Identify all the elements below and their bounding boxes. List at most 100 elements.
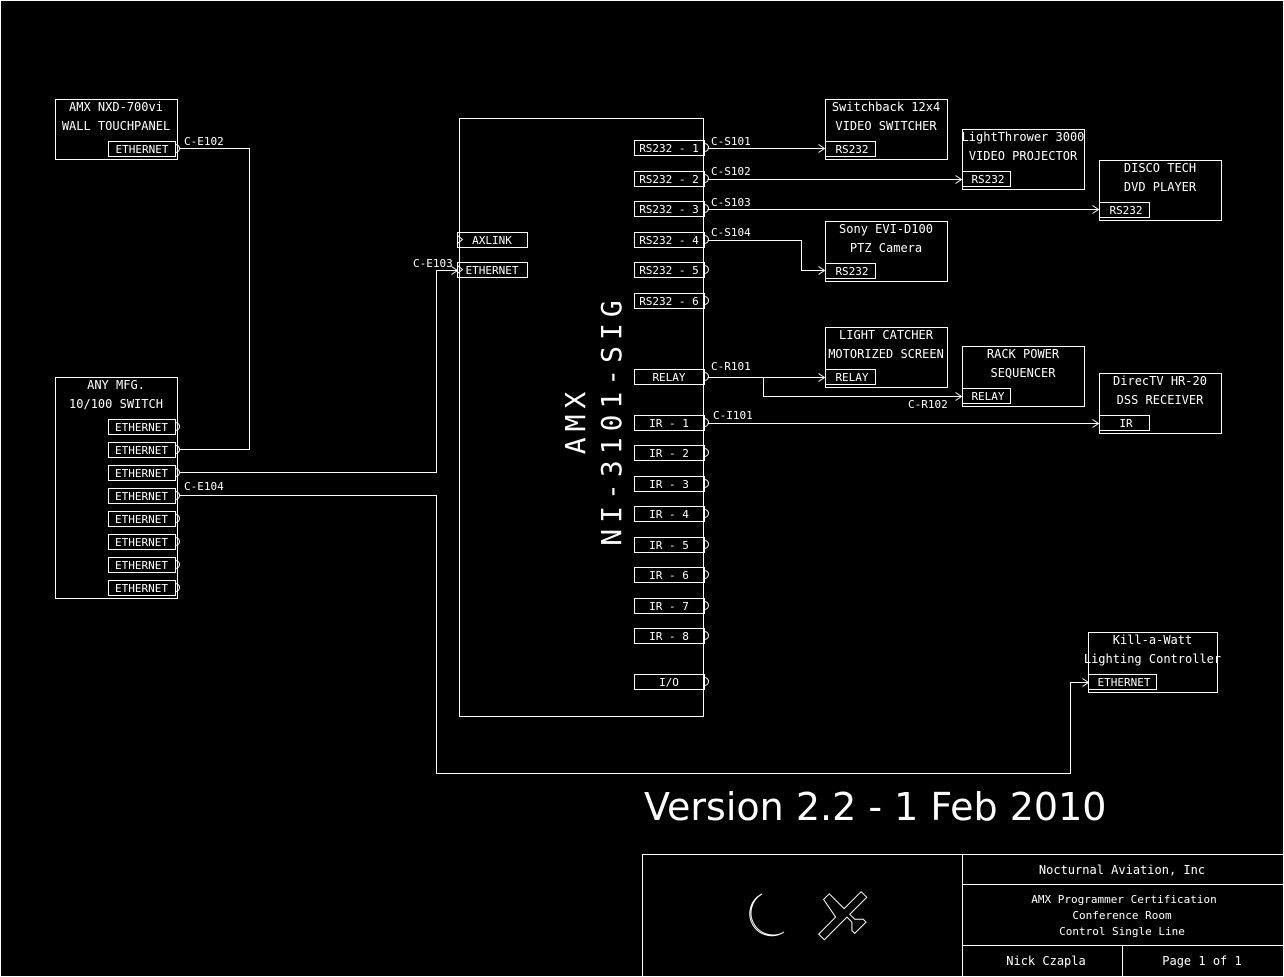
controller-port-rs232-2: RS232 - 2 bbox=[634, 171, 709, 187]
camera-type: PTZ Camera bbox=[850, 241, 922, 255]
controller-port-i-o: I/O bbox=[634, 674, 709, 690]
screen-port-label: RELAY bbox=[835, 371, 868, 384]
controller-port-rs232-2-label: RS232 - 2 bbox=[639, 173, 699, 186]
network-switch-device: ANY MFG. 10/100 SWITCH ETHERNET ETHERNET E… bbox=[55, 377, 180, 599]
cable-e103-line bbox=[179, 270, 458, 473]
controller-port-i-o-label: I/O bbox=[659, 676, 679, 689]
controller-port-relay-label: RELAY bbox=[652, 371, 685, 384]
projector-port-label: RS232 bbox=[971, 173, 1004, 186]
drawing-desc-2: Conference Room bbox=[1072, 909, 1172, 922]
title-block: Nocturnal Aviation, Inc AMX Programmer C… bbox=[642, 854, 1284, 977]
company-name: Nocturnal Aviation, Inc bbox=[1039, 863, 1205, 877]
sequencer-name: RACK POWER bbox=[987, 347, 1060, 361]
controller-port-ethernet: ETHERNET bbox=[457, 262, 528, 278]
camera-port: RS232 bbox=[825, 263, 876, 279]
cable-i101-label: C-I101 bbox=[713, 409, 753, 422]
dss-port-label: IR bbox=[1119, 417, 1133, 430]
dss-port: IR bbox=[1099, 415, 1150, 431]
version-stamp: Version 2.2 - 1 Feb 2010 bbox=[644, 785, 1106, 829]
airplane-logo-icon bbox=[817, 890, 868, 941]
author-name: Nick Czapla bbox=[1006, 954, 1085, 968]
cable-e102-label: C-E102 bbox=[184, 135, 224, 148]
controller-port-ir-7: IR - 7 bbox=[634, 598, 709, 614]
projector-port: RS232 bbox=[962, 171, 1011, 187]
cable-s101-label: C-S101 bbox=[711, 135, 751, 148]
amx-controller: AMX NI-3101-SIG AXLINK ETHERNET RS232 - 1… bbox=[457, 118, 709, 717]
controller-port-ir-1-label: IR - 1 bbox=[649, 417, 689, 430]
controller-port-rs232-5: RS232 - 5 bbox=[634, 262, 709, 278]
controller-port-rs232-4: RS232 - 4 bbox=[634, 232, 709, 248]
sequencer-port: RELAY bbox=[962, 388, 1011, 404]
sequencer-port-label: RELAY bbox=[971, 390, 1004, 403]
controller-port-ir-4-label: IR - 4 bbox=[649, 508, 689, 521]
controller-port-ir-2-label: IR - 2 bbox=[649, 447, 689, 460]
switch-name: ANY MFG. bbox=[87, 378, 145, 392]
switch-ethernet-port-4-label: ETHERNET bbox=[115, 490, 168, 503]
dvd-name: DISCO TECH bbox=[1124, 161, 1196, 175]
cable-s103-label: C-S103 bbox=[711, 196, 751, 209]
controller-port-ir-4: IR - 4 bbox=[634, 506, 709, 522]
controller-port-axlink-label: AXLINK bbox=[472, 234, 512, 247]
controller-port-rs232-4-label: RS232 - 4 bbox=[639, 234, 699, 247]
controller-port-ir-6: IR - 6 bbox=[634, 567, 709, 583]
projector-name: LightThrower 3000 bbox=[962, 130, 1085, 144]
touchpanel-type: WALL TOUCHPANEL bbox=[62, 119, 170, 133]
sequencer-type: SEQUENCER bbox=[990, 366, 1056, 380]
controller-port-rs232-1-label: RS232 - 1 bbox=[639, 142, 699, 155]
dvd-type: DVD PLAYER bbox=[1124, 180, 1197, 194]
switch-ethernet-port-5-label: ETHERNET bbox=[115, 513, 168, 526]
controller-port-rs232-3: RS232 - 3 bbox=[634, 201, 709, 217]
screen-type: MOTORIZED SCREEN bbox=[828, 347, 944, 361]
cable-e104-label: C-E104 bbox=[184, 480, 224, 493]
camera-name: Sony EVI-D100 bbox=[839, 222, 933, 236]
controller-port-ir-3-label: IR - 3 bbox=[649, 478, 689, 491]
switch-ethernet-port-1-label: ETHERNET bbox=[115, 421, 168, 434]
controller-port-ir-8-label: IR - 8 bbox=[649, 630, 689, 643]
sequencer-device: RACK POWER SEQUENCER RELAY bbox=[962, 346, 1085, 407]
touchpanel-device: AMX NXD-700vi WALL TOUCHPANEL ETHERNET bbox=[55, 99, 180, 160]
controller-port-axlink: AXLINK bbox=[457, 232, 528, 248]
controller-port-ir-2: IR - 2 bbox=[634, 445, 709, 461]
switch-ethernet-port-6: ETHERNET bbox=[108, 534, 180, 550]
screen-port: RELAY bbox=[825, 369, 876, 385]
dvd-device: DISCO TECH DVD PLAYER RS232 bbox=[1099, 160, 1222, 221]
switcher-port-label: RS232 bbox=[835, 143, 868, 156]
switch-type: 10/100 SWITCH bbox=[69, 397, 163, 411]
cable-e102-line bbox=[179, 148, 250, 450]
screen-device: LIGHT CATCHER MOTORIZED SCREEN RELAY bbox=[825, 327, 948, 388]
dss-type: DSS RECEIVER bbox=[1117, 393, 1204, 407]
switch-ethernet-port-3-label: ETHERNET bbox=[115, 467, 168, 480]
dss-name: DirecTV HR-20 bbox=[1113, 374, 1207, 388]
controller-port-relay: RELAY bbox=[634, 369, 709, 385]
controller-port-ir-6-label: IR - 6 bbox=[649, 569, 689, 582]
controller-port-ethernet-label: ETHERNET bbox=[466, 264, 519, 277]
moon-logo-icon bbox=[749, 893, 785, 937]
cable-s104-line bbox=[707, 240, 825, 271]
switch-ethernet-port-7-label: ETHERNET bbox=[115, 559, 168, 572]
screen-name: LIGHT CATCHER bbox=[839, 328, 934, 342]
controller-port-ir-7-label: IR - 7 bbox=[649, 600, 689, 613]
lighting-name: Kill-a-Watt bbox=[1113, 633, 1192, 647]
controller-port-rs232-1: RS232 - 1 bbox=[634, 140, 709, 156]
cable-r102-label: C-R102 bbox=[908, 398, 948, 411]
switch-ethernet-port-8-label: ETHERNET bbox=[115, 582, 168, 595]
switch-ethernet-port-2-label: ETHERNET bbox=[115, 444, 168, 457]
lighting-type: Lighting Controller bbox=[1084, 652, 1221, 666]
cable-labels: C-E102 C-E103 C-E104 C-S101 C-S102 C-S10… bbox=[184, 135, 948, 493]
controller-brand: AMX bbox=[559, 386, 592, 455]
controller-model: NI-3101-SIG bbox=[595, 294, 628, 545]
dvd-port-label: RS232 bbox=[1109, 204, 1142, 217]
switch-ethernet-port-7: ETHERNET bbox=[108, 557, 180, 573]
projector-type: VIDEO PROJECTOR bbox=[969, 149, 1078, 163]
lighting-port: ETHERNET bbox=[1088, 674, 1157, 690]
controller-port-rs232-5-label: RS232 - 5 bbox=[639, 264, 699, 277]
drawing-desc-1: AMX Programmer Certification bbox=[1031, 893, 1216, 906]
cable-s102-label: C-S102 bbox=[711, 165, 751, 178]
lighting-port-label: ETHERNET bbox=[1098, 676, 1151, 689]
cable-r102-line bbox=[763, 377, 962, 397]
page-number: Page 1 of 1 bbox=[1162, 954, 1241, 968]
